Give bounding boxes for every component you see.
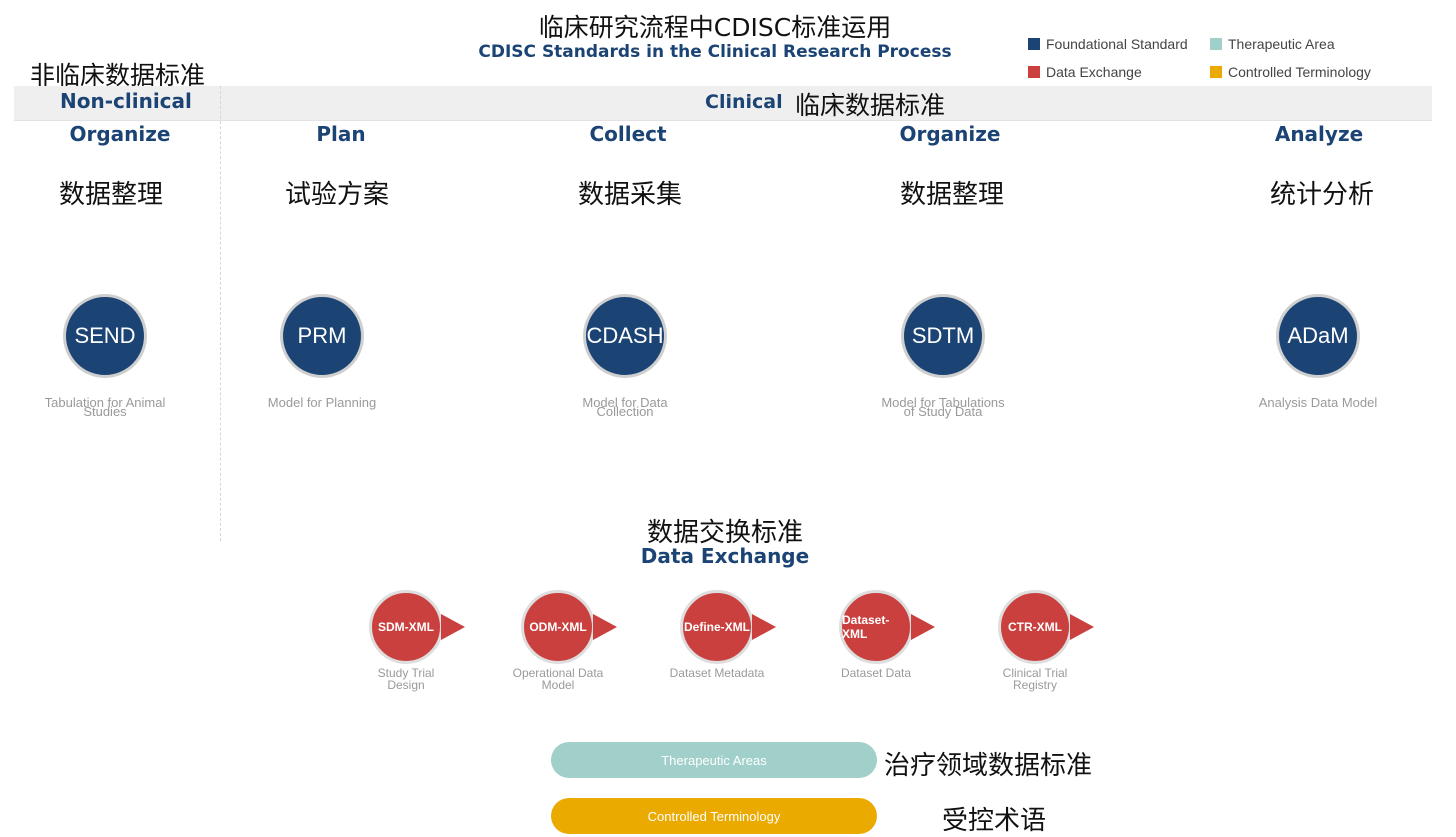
- data-exchange-node-define: Define-XML: [680, 590, 780, 666]
- standard-caption-line: Tabulation for Animal: [44, 395, 166, 410]
- data-exchange-caption: Study Trial Design: [346, 667, 466, 691]
- standard-caption-line: Model for Data: [582, 395, 668, 410]
- standard-abbr: PRM: [297, 323, 347, 348]
- data-exchange-caption: Clinical Trial Registry: [975, 667, 1095, 691]
- standard-circle-prm: PRM: [280, 294, 364, 378]
- standard-caption: Analysis Data Model: [1243, 395, 1393, 410]
- legend-label: Therapeutic Area: [1228, 36, 1335, 52]
- data-exchange-caption-line: Dataset Data: [840, 666, 912, 680]
- legend-label: Controlled Terminology: [1228, 64, 1371, 80]
- data-exchange-caption-line: Operational Data: [512, 666, 604, 680]
- legend-swatch-terminology: [1210, 66, 1222, 78]
- standard-circle-adam: ADaM: [1276, 294, 1360, 378]
- therapeutic-areas-label: Therapeutic Areas: [661, 752, 767, 768]
- stage-label-chinese: 统计分析: [1269, 180, 1374, 210]
- arrow-right-icon: [441, 614, 465, 640]
- standard-abbr: ADaM: [1287, 323, 1349, 348]
- legend-label: Foundational Standard: [1046, 36, 1188, 52]
- stage-label-chinese: 数据采集: [577, 180, 682, 210]
- data-exchange-node-odm: ODM-XML: [521, 590, 621, 666]
- standard-abbr: CDASH: [586, 323, 664, 348]
- legend-swatch-therapeutic: [1210, 38, 1222, 50]
- controlled-terminology-label-chinese: 受控术语: [942, 806, 1047, 836]
- standard-abbr: SEND: [74, 323, 136, 348]
- phase-divider: [220, 86, 221, 541]
- legend-item-therapeutic: Therapeutic Area: [1210, 36, 1335, 52]
- data-exchange-caption: Dataset Metadata: [657, 667, 777, 679]
- standard-caption-line: of Study Data: [903, 404, 983, 419]
- data-exchange-caption-line: Model: [541, 678, 575, 692]
- nonclinical-heading: Non-clinical: [60, 89, 192, 113]
- standard-caption-line: Model for Planning: [267, 395, 377, 410]
- standard-abbr: SDTM: [911, 323, 975, 348]
- data-exchange-caption-line: Study Trial: [377, 666, 435, 680]
- title-chinese: 临床研究流程中CDISC标准运用: [538, 13, 892, 42]
- data-exchange-caption-line: Design: [387, 678, 425, 692]
- standard-caption: Tabulation for Animal Studies: [30, 395, 180, 419]
- data-exchange-caption-line: Clinical Trial: [1002, 666, 1068, 680]
- data-exchange-caption: Dataset Data: [816, 667, 936, 679]
- legend-label: Data Exchange: [1046, 64, 1142, 80]
- standard-caption: Model for Tabulations of Study Data: [868, 395, 1018, 419]
- data-exchange-circle: SDM-XML: [369, 590, 443, 664]
- data-exchange-node-ctr: CTR-XML: [998, 590, 1098, 666]
- data-exchange-node-dataset: Dataset-XML: [839, 590, 939, 666]
- data-exchange-circle: ODM-XML: [521, 590, 595, 664]
- data-exchange-label: SDM-XML: [378, 620, 434, 634]
- legend-item-terminology: Controlled Terminology: [1210, 64, 1371, 80]
- data-exchange-label: ODM-XML: [529, 620, 587, 634]
- data-exchange-caption: Operational Data Model: [498, 667, 618, 691]
- data-exchange-circle: CTR-XML: [998, 590, 1072, 664]
- legend-swatch-foundational: [1028, 38, 1040, 50]
- data-exchange-circle: Define-XML: [680, 590, 754, 664]
- data-exchange-heading: Data Exchange: [640, 544, 810, 568]
- standard-caption-line: Analysis Data Model: [1258, 395, 1378, 410]
- standard-caption: Model for Data Collection: [550, 395, 700, 419]
- standard-circle-cdash: CDASH: [583, 294, 667, 378]
- arrow-right-icon: [1070, 614, 1094, 640]
- data-exchange-circle: Dataset-XML: [839, 590, 913, 664]
- standard-circle-send: SEND: [63, 294, 147, 378]
- legend-item-foundational: Foundational Standard: [1028, 36, 1188, 52]
- data-exchange-label: Define-XML: [684, 620, 750, 634]
- arrow-right-icon: [911, 614, 935, 640]
- standard-caption-line: Collection: [596, 404, 654, 419]
- stage-label-chinese: 试验方案: [284, 180, 389, 210]
- data-exchange-caption-line: Registry: [1012, 678, 1057, 692]
- controlled-terminology-label: Controlled Terminology: [647, 808, 781, 824]
- data-exchange-label: Dataset-XML: [842, 613, 890, 641]
- legend-item-data-exchange: Data Exchange: [1028, 64, 1142, 80]
- data-exchange-node-sdm: SDM-XML: [369, 590, 469, 666]
- stage-label: Collect: [589, 122, 667, 146]
- standard-circle-sdtm: SDTM: [901, 294, 985, 378]
- phase-band: [14, 86, 1432, 121]
- title-english: CDISC Standards in the Clinical Research…: [478, 42, 952, 62]
- standard-caption: Model for Planning: [247, 395, 397, 410]
- nonclinical-heading-chinese: 非临床数据标准: [30, 61, 206, 90]
- stage-label: Organize: [69, 122, 171, 146]
- stage-label-chinese: 数据整理: [899, 180, 1004, 210]
- data-exchange-heading-chinese: 数据交换标准: [646, 518, 803, 548]
- clinical-heading: Clinical: [705, 91, 783, 113]
- standard-caption-line: Model for Tabulations: [881, 395, 1005, 410]
- therapeutic-areas-bar: Therapeutic Areas: [551, 742, 877, 778]
- therapeutic-areas-label-chinese: 治疗领域数据标准: [884, 751, 1093, 781]
- legend-swatch-data-exchange: [1028, 66, 1040, 78]
- arrow-right-icon: [752, 614, 776, 640]
- data-exchange-label: CTR-XML: [1008, 620, 1062, 634]
- stage-label: Plan: [316, 122, 366, 146]
- stage-label: Organize: [899, 122, 1001, 146]
- stage-label-chinese: 数据整理: [58, 180, 163, 210]
- controlled-terminology-bar: Controlled Terminology: [551, 798, 877, 834]
- arrow-right-icon: [593, 614, 617, 640]
- standard-caption-line: Studies: [83, 404, 127, 419]
- stage-label: Analyze: [1274, 122, 1364, 146]
- data-exchange-caption-line: Dataset Metadata: [669, 666, 765, 680]
- clinical-heading-chinese: 临床数据标准: [795, 91, 946, 120]
